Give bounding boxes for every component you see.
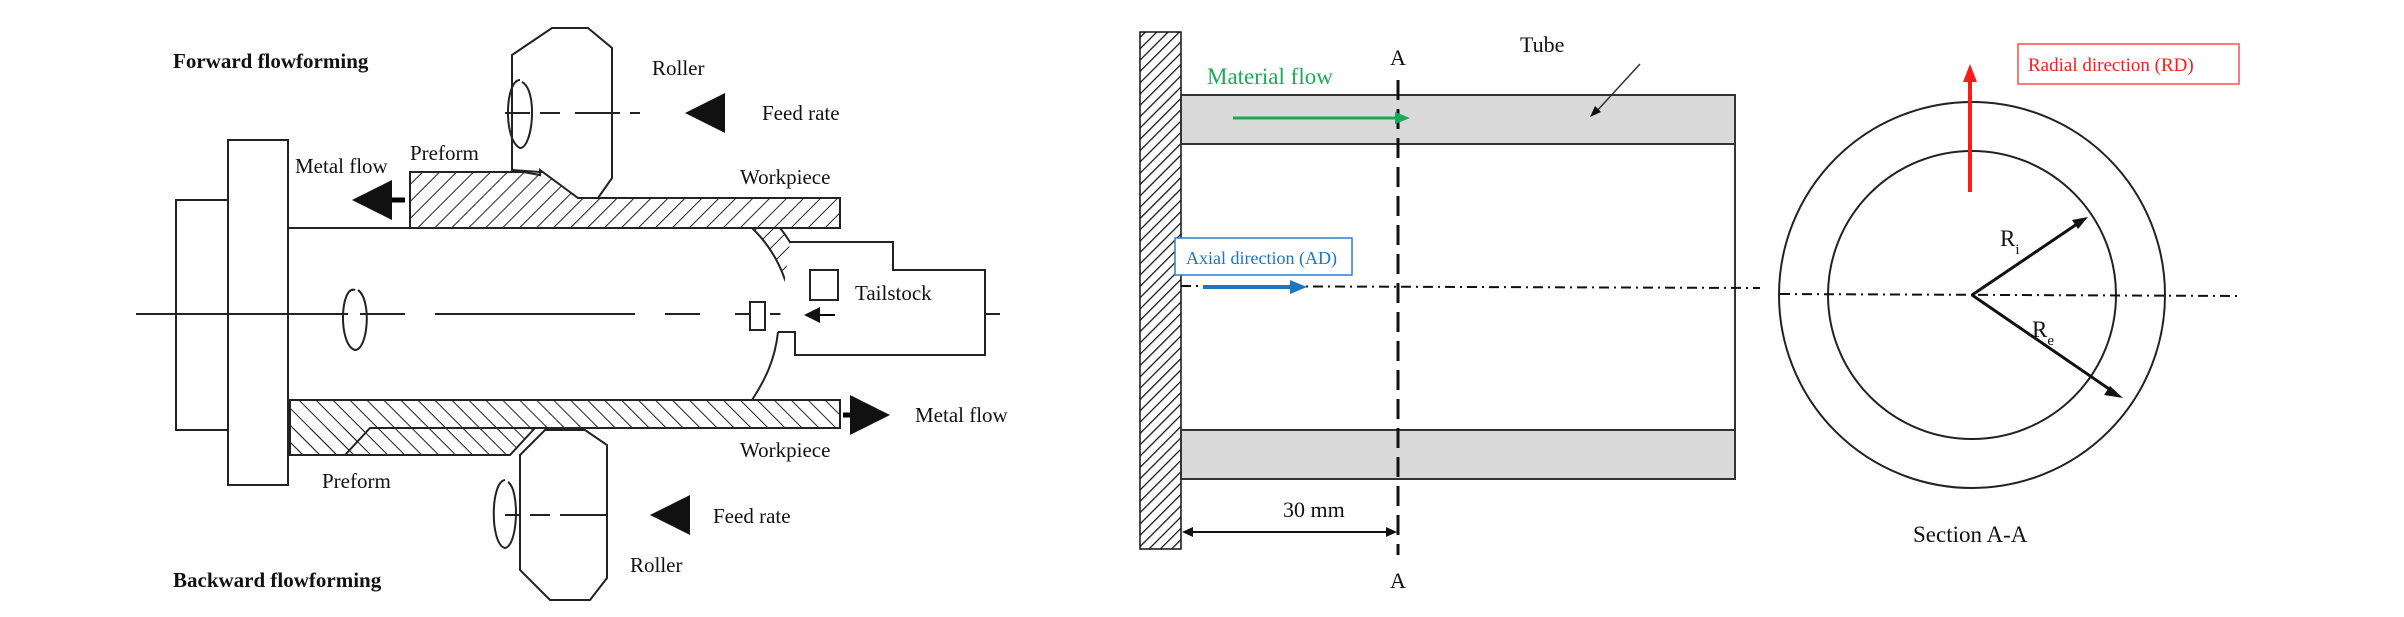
tailstock-label: Tailstock (855, 281, 932, 305)
bottom-roller-rotation-icon (492, 479, 517, 550)
outer-radius-arrow (1971, 293, 2116, 395)
top-workpiece-label: Workpiece (740, 165, 830, 189)
axial-direction-box (1174, 237, 1353, 276)
backward-flowforming-title: Backward flowforming (173, 568, 382, 592)
outer-radius-label: Re (2032, 317, 2054, 349)
top-metal-flow-label: Metal flow (295, 154, 389, 178)
tube-label: Tube (1520, 32, 1564, 57)
dimension-label: 30 mm (1283, 497, 1345, 522)
radial-direction-label: Radial direction (RD) (2028, 55, 2194, 76)
tube-cross-section (1778, 43, 2241, 489)
section-caption: Section A-A (1913, 522, 2028, 547)
tailstock-pin (809, 269, 839, 301)
inner-radius-arrow (1971, 220, 2081, 297)
bottom-feed-rate-label: Feed rate (713, 504, 791, 528)
mandrel-rotation-icon (342, 288, 368, 352)
bottom-workpiece-label: Workpiece (740, 438, 830, 462)
bottom-preform-label: Preform (322, 469, 391, 493)
bottom-metal-flow-label: Metal flow (915, 403, 1009, 427)
section-axis (1779, 293, 2241, 297)
tube-leader-line (1594, 63, 1641, 114)
bottom-roller-label: Roller (630, 553, 683, 577)
section-a-bottom-label: A (1390, 568, 1406, 593)
tube-bottom-wall (1180, 429, 1736, 480)
left-arrows (352, 93, 890, 535)
fixed-wall (1139, 31, 1182, 550)
top-feed-rate-label: Feed rate (762, 101, 840, 125)
material-flow-label: Material flow (1207, 64, 1333, 89)
top-roller (511, 27, 613, 199)
chuck-flange (227, 139, 289, 486)
top-preform-label: Preform (410, 141, 479, 165)
forward-flowforming-title: Forward flowforming (173, 49, 369, 73)
section-a-top-label: A (1390, 45, 1406, 70)
inner-radius-label: Ri (2000, 226, 2020, 258)
radial-direction-box (2017, 43, 2240, 85)
top-roller-label: Roller (652, 56, 705, 80)
top-roller-rotation-icon (507, 79, 533, 150)
axial-direction-label: Axial direction (AD) (1186, 248, 1337, 269)
tube-longitudinal-view (1139, 31, 1761, 555)
flowforming-schematic (136, 27, 1000, 601)
tailstock-tip (749, 301, 766, 331)
